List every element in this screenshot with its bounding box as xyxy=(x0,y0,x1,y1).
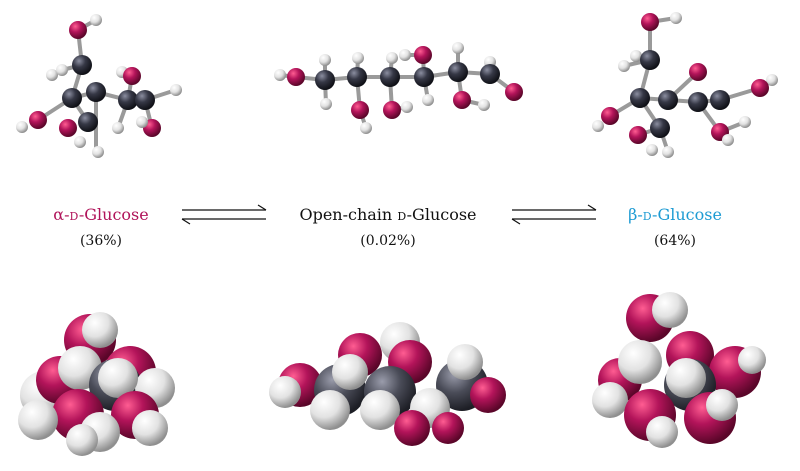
alpha-glucose-percent: (36%) xyxy=(79,233,123,249)
beta-glucose-space-filling-model xyxy=(592,292,766,448)
open-chain-glucose-space-filling-model xyxy=(269,322,506,446)
alpha-glucose-name: α-D-Glucose xyxy=(53,205,149,224)
beta-glucose-label: β-D-Glucose (64%) xyxy=(614,205,736,251)
equilibrium-arrow-right xyxy=(511,204,597,225)
open-chain-glucose-label: Open-chain D-Glucose (0.02%) xyxy=(290,205,486,251)
open-chain-glucose-percent: (0.02%) xyxy=(360,233,416,249)
equilibrium-arrow-left xyxy=(181,204,267,225)
beta-glucose-atoms xyxy=(592,12,778,158)
beta-glucose-name: β-D-Glucose xyxy=(628,205,722,224)
open-chain-glucose-name: Open-chain D-Glucose xyxy=(299,205,477,224)
alpha-glucose-label: α-D-Glucose (36%) xyxy=(40,205,162,251)
alpha-glucose-space-filling-model xyxy=(18,312,175,456)
alpha-glucose-atoms xyxy=(16,14,182,158)
open-chain-glucose-atoms xyxy=(274,42,523,134)
beta-glucose-percent: (64%) xyxy=(653,233,697,249)
